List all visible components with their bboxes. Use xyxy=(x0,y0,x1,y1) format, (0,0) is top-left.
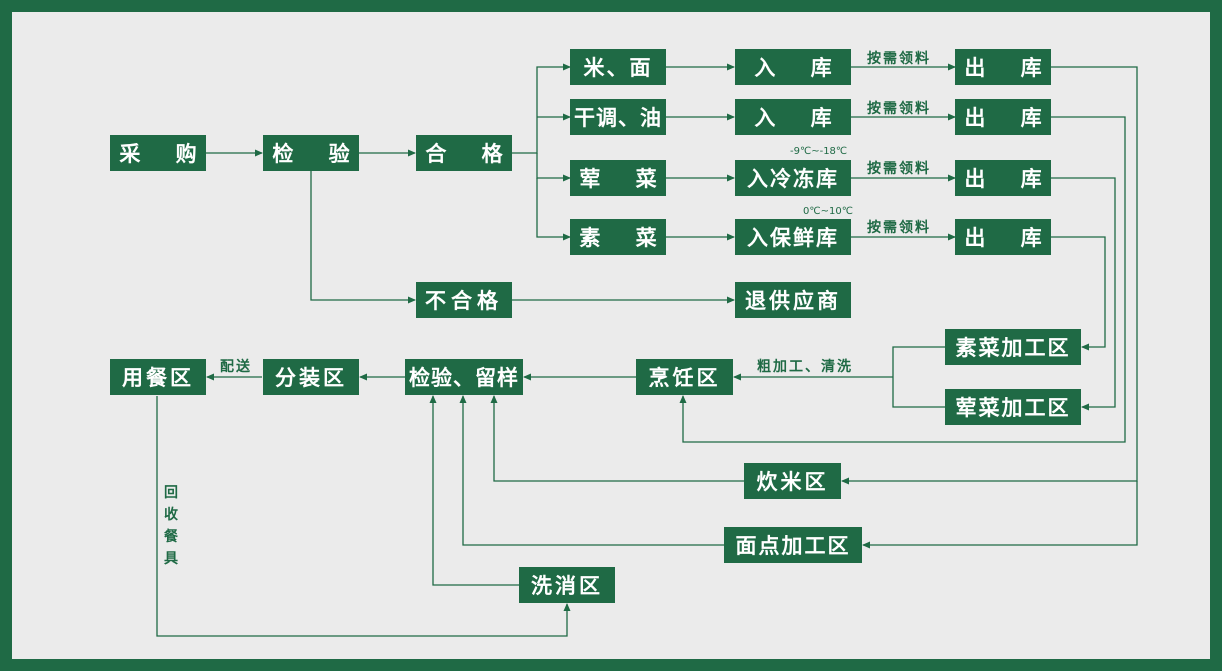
label-anxu-4: 按需领料 xyxy=(867,220,931,236)
label-cujiagong: 粗加工、清洗 xyxy=(757,359,853,375)
node-chuimi: 炊米区 xyxy=(744,463,841,499)
label-peisong: 配送 xyxy=(220,359,252,375)
edge-miandian-jianyan xyxy=(459,395,724,546)
edge-chuku4-sucai-jiagong xyxy=(1051,236,1106,351)
label-temp-frozen: -9℃~-18℃ xyxy=(790,146,848,157)
node-chuku-1: 出 库 xyxy=(955,49,1051,85)
node-hege: 合 格 xyxy=(416,135,512,171)
node-xixiao: 洗消区 xyxy=(519,567,615,603)
node-tuigongyingshang: 退供应商 xyxy=(735,282,851,318)
node-lengdong: 入冷冻库 xyxy=(735,160,851,196)
label-anxu-1: 按需领料 xyxy=(867,51,931,67)
node-fenzhuang: 分装区 xyxy=(263,359,359,395)
edge-yongcan-xixiao xyxy=(156,396,571,637)
node-baoxian: 入保鲜库 xyxy=(735,219,851,255)
node-huncai: 荤 菜 xyxy=(570,160,666,196)
edge-jiagong-pengren xyxy=(734,346,945,408)
edge-chuku1-miandian xyxy=(862,481,1138,549)
node-chuku-4: 出 库 xyxy=(955,219,1051,255)
node-sucai: 素 菜 xyxy=(570,219,666,255)
node-buhege: 不合格 xyxy=(416,282,512,318)
node-mimian: 米、面 xyxy=(570,49,666,85)
node-ruku-2: 入 库 xyxy=(735,99,851,135)
edge-chuku3-huncai-jiagong xyxy=(1051,177,1116,411)
node-gantiao: 干调、油 xyxy=(570,99,666,135)
edge-chuku2-pengren xyxy=(679,116,1126,443)
edge-jianyan-buhege xyxy=(310,171,416,304)
node-huncai-jiagong: 荤菜加工区 xyxy=(945,389,1081,425)
node-chuku-3: 出 库 xyxy=(955,160,1051,196)
edge-hege-sucai xyxy=(536,178,571,241)
node-jianyan-liuyang: 检验、留样 xyxy=(405,359,523,395)
label-anxu-3: 按需领料 xyxy=(867,161,931,177)
edge-chuimi-jianyan xyxy=(490,395,744,482)
node-caigou: 采 购 xyxy=(110,135,206,171)
node-sucai-jiagong: 素菜加工区 xyxy=(945,329,1081,365)
node-miandian: 面点加工区 xyxy=(724,527,862,563)
edge-xixiao-jianyan xyxy=(429,395,519,586)
node-pengren: 烹饪区 xyxy=(636,359,733,395)
edge-chuku1-chuimi xyxy=(841,66,1138,485)
label-anxu-2: 按需领料 xyxy=(867,101,931,117)
edge-hege-huncai xyxy=(536,153,571,182)
node-ruku-1: 入 库 xyxy=(735,49,851,85)
edge-hege-mimian xyxy=(512,63,571,154)
node-yongcan: 用餐区 xyxy=(110,359,206,395)
node-jianyan: 检 验 xyxy=(263,135,359,171)
label-temp-fresh: 0℃~10℃ xyxy=(803,206,853,217)
label-huishou: 回收餐具 xyxy=(164,485,178,567)
node-chuku-2: 出 库 xyxy=(955,99,1051,135)
